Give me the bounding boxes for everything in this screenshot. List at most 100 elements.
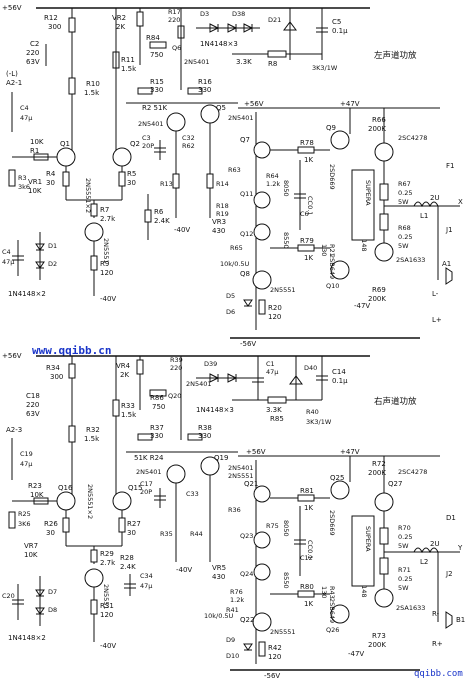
b1-label: B1: [456, 616, 465, 624]
q14-type: 2SA1633: [396, 256, 425, 264]
r31-value: 120: [100, 611, 113, 619]
d6-label: D6: [226, 308, 235, 316]
l1-value: 2U: [430, 194, 440, 202]
r33-label: R33: [121, 402, 135, 410]
r23-label: R23: [28, 482, 42, 490]
c17-value: 20P: [140, 488, 152, 496]
r38-label: R38: [198, 424, 212, 432]
c1-label: C1: [266, 360, 275, 368]
q22-type: 2N5551: [270, 628, 296, 636]
c4b-label: C4: [2, 248, 11, 256]
r1-label: R1: [30, 147, 39, 155]
c18-voltage: 63V: [26, 410, 40, 418]
r8-label: R8: [268, 60, 277, 68]
r70-label: R70: [398, 524, 411, 532]
r76-label: R76: [230, 588, 243, 596]
c33-label: C33: [186, 490, 199, 498]
r8-power: 3K3/1W: [312, 64, 338, 72]
c19-label: C19: [20, 450, 33, 458]
r14-label: R14: [216, 180, 229, 188]
c3-label: C3: [142, 134, 151, 142]
website-banner: www.qqibb.cn: [32, 344, 111, 357]
c4-label: C4: [20, 104, 29, 112]
q11-label: Q11: [240, 190, 253, 198]
r67-power: 5W: [398, 198, 409, 206]
q25-type: 2SD669: [328, 510, 336, 536]
q10-label: Q10: [326, 282, 339, 290]
r78-label: R78: [300, 139, 314, 147]
right-channel-title: 右声道功放: [374, 396, 417, 407]
d5-label: D5: [226, 292, 235, 300]
r6-value: 2.4K: [154, 217, 170, 225]
d7-d8-part: 1N4148×2: [8, 634, 46, 642]
c3-value: 20P: [142, 142, 154, 150]
r43-label: R43: [328, 586, 336, 599]
c2-voltage: 63V: [26, 58, 40, 66]
r1-value: 10K: [30, 138, 44, 146]
r5-label: R5: [127, 170, 136, 178]
r2-label: R2 51K: [142, 104, 167, 112]
d39-array-label: 1N4148×3: [196, 406, 234, 414]
r41-b-label: R41: [226, 606, 239, 614]
r17-value: 220: [168, 16, 180, 24]
vr5-label: VR5: [212, 564, 226, 572]
r8-value: 3.3K: [236, 58, 252, 66]
r79-value: 1K: [304, 254, 313, 262]
r7-value: 2.7k: [100, 215, 116, 223]
r3-label: R3: [18, 174, 27, 182]
r68-label: R68: [398, 224, 411, 232]
d3-label: D3: [200, 10, 209, 18]
q26-label: Q26: [326, 626, 339, 634]
r64-label: R64: [266, 172, 279, 180]
q12-label: Q12: [240, 230, 253, 238]
r86-value: 750: [152, 403, 165, 411]
left-input-name: (-L): [6, 70, 18, 78]
a1-label: A1: [442, 260, 451, 268]
c20-label: C20: [2, 592, 15, 600]
r5-value: 30: [127, 179, 136, 187]
r40-power: 3K3/1W: [306, 418, 332, 426]
supera-label: SUPERA: [364, 180, 372, 206]
r67-value: 0.25: [398, 189, 412, 197]
vr7-label: VR7: [24, 542, 38, 550]
rail-plus47: +47V: [340, 100, 360, 108]
r31-label: R31: [100, 602, 114, 610]
c14-value: 0.1μ: [332, 377, 348, 385]
q3-type: 2N5401: [138, 120, 164, 128]
r71-power: 5W: [398, 584, 409, 592]
c4b-value: 47μ: [2, 258, 14, 266]
r9-value: 120: [100, 269, 113, 277]
y-label: Y: [457, 544, 463, 552]
q22-label: Q22: [240, 616, 254, 624]
rail-minus56-b: -56V: [264, 672, 280, 680]
vr5-value: 430: [212, 573, 225, 581]
r42-label: R42: [268, 644, 282, 652]
q20-label: Q20: [168, 392, 181, 400]
r27-value: 30: [127, 529, 136, 537]
r85-label: R85: [270, 415, 284, 423]
r26-label: R26: [44, 520, 58, 528]
r27-label: R27: [127, 520, 141, 528]
r73-value: 200K: [368, 641, 386, 649]
r38-value: 330: [198, 432, 211, 440]
r25-label: R25: [18, 510, 31, 518]
rail-minus40-a: -40V: [100, 295, 116, 303]
rail-plus47-b: +47V: [340, 448, 360, 456]
r81-label: R81: [300, 487, 314, 495]
speaker-plus-label: L+: [432, 316, 442, 324]
c14-label: C14: [332, 368, 346, 376]
r75-label: R75: [266, 522, 279, 530]
r66-label: R66: [372, 116, 386, 124]
c4-value: 47μ: [20, 114, 32, 122]
c2-label: C2: [30, 40, 39, 48]
d9-label: D9: [226, 636, 235, 644]
rail-plus56-top: +56V: [2, 4, 22, 12]
c5-label: C5: [332, 18, 341, 26]
r44-label: R44: [190, 530, 203, 538]
r66-value: 200K: [368, 125, 386, 133]
r41-value: 10k/0.5U: [220, 260, 250, 268]
c32-value: R62: [182, 142, 195, 150]
d39-label: D39: [204, 360, 217, 368]
r32-value: 1.5k: [84, 435, 100, 443]
